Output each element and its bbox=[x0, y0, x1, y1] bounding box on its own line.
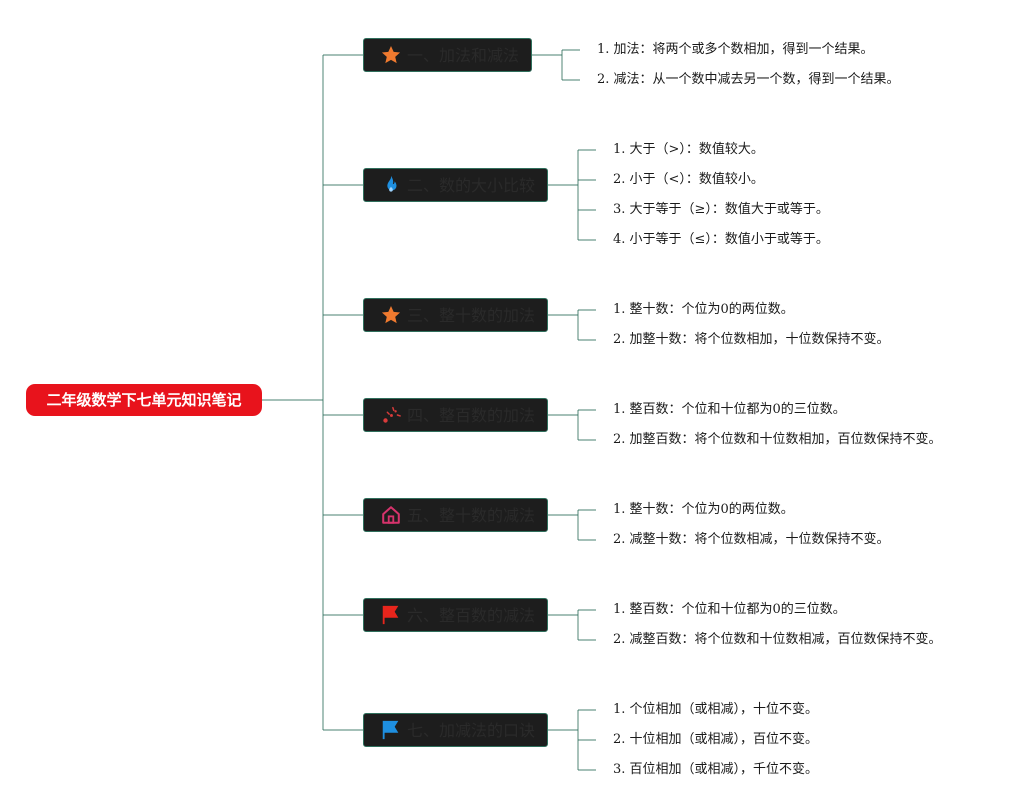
topic-node[interactable]: 七、加减法的口诀 bbox=[363, 713, 548, 747]
topic-node[interactable]: 六、整百数的减法 bbox=[363, 598, 548, 632]
topic-title: 六、整百数的减法 bbox=[407, 605, 536, 625]
subtopic-item[interactable]: 3. 大于等于（≥）：数值大于或等于。 bbox=[613, 202, 829, 217]
flag-icon bbox=[380, 604, 402, 626]
topic-node[interactable]: 五、整十数的减法 bbox=[363, 498, 548, 532]
topic-node[interactable]: 二、数的大小比较 bbox=[363, 168, 548, 202]
subtopic-item[interactable]: 1. 整十数：个位为0的两位数。 bbox=[613, 302, 794, 317]
subtopic-item[interactable]: 1. 整十数：个位为0的两位数。 bbox=[613, 502, 794, 517]
sparkle-icon bbox=[380, 404, 402, 426]
topic-title: 五、整十数的减法 bbox=[407, 505, 536, 525]
star-icon bbox=[380, 304, 402, 326]
subtopic-item[interactable]: 1. 个位相加（或相减），十位不变。 bbox=[613, 702, 819, 717]
subtopic-item[interactable]: 3. 百位相加（或相减），千位不变。 bbox=[613, 762, 819, 777]
topic-node[interactable]: 三、整十数的加法 bbox=[363, 298, 548, 332]
subtopic-item[interactable]: 4. 小于等于（≤）：数值小于或等于。 bbox=[613, 232, 829, 247]
subtopic-item[interactable]: 2. 小于（<）：数值较小。 bbox=[613, 172, 764, 187]
subtopic-item[interactable]: 1. 大于（>）：数值较大。 bbox=[613, 142, 764, 157]
topic-title: 七、加减法的口诀 bbox=[407, 720, 536, 740]
topic-title: 四、整百数的加法 bbox=[407, 405, 536, 425]
subtopic-item[interactable]: 1. 整百数：个位和十位都为0的三位数。 bbox=[613, 402, 846, 417]
topic-title: 一、加法和减法 bbox=[407, 45, 520, 65]
subtopic-item[interactable]: 2. 加整百数：将个位数和十位数相加，百位数保持不变。 bbox=[613, 432, 942, 447]
topic-title: 二、数的大小比较 bbox=[407, 175, 536, 195]
topic-node[interactable]: 一、加法和减法 bbox=[363, 38, 532, 72]
topic-node[interactable]: 四、整百数的加法 bbox=[363, 398, 548, 432]
subtopic-item[interactable]: 2. 减法：从一个数中减去另一个数，得到一个结果。 bbox=[597, 72, 900, 87]
home-icon bbox=[380, 504, 402, 526]
subtopic-item[interactable]: 1. 加法：将两个或多个数相加，得到一个结果。 bbox=[597, 42, 874, 57]
topic-title: 三、整十数的加法 bbox=[407, 305, 536, 325]
flag-icon bbox=[380, 719, 402, 741]
subtopic-item[interactable]: 2. 十位相加（或相减），百位不变。 bbox=[613, 732, 819, 747]
subtopic-item[interactable]: 1. 整百数：个位和十位都为0的三位数。 bbox=[613, 602, 846, 617]
subtopic-item[interactable]: 2. 加整十数：将个位数相加，十位数保持不变。 bbox=[613, 332, 890, 347]
star-icon bbox=[380, 44, 402, 66]
root-topic[interactable]: 二年级数学下七单元知识笔记 bbox=[26, 384, 262, 416]
flame-icon bbox=[380, 174, 402, 196]
subtopic-item[interactable]: 2. 减整十数：将个位数相减，十位数保持不变。 bbox=[613, 532, 890, 547]
subtopic-item[interactable]: 2. 减整百数：将个位数和十位数相减，百位数保持不变。 bbox=[613, 632, 942, 647]
